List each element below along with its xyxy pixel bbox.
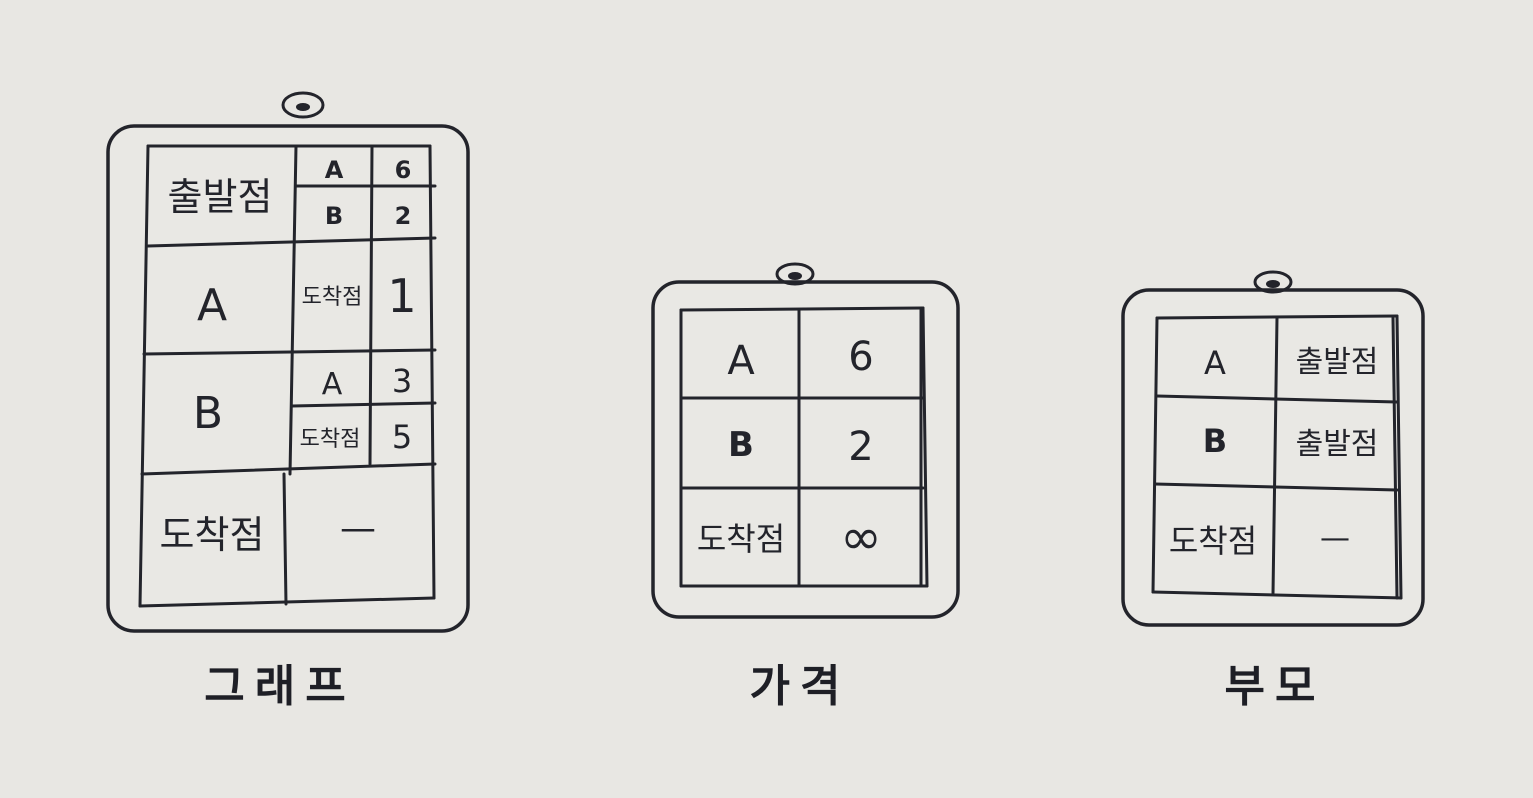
costs-node-b: B — [728, 425, 754, 465]
graph-hook — [281, 91, 325, 119]
graph-clipboard: 출발점 A 6 B 2 A 도착점 1 B A 3 도착점 5 도착점 — — [106, 91, 470, 633]
costs-hook — [775, 262, 815, 286]
graph-node-b: B — [193, 388, 223, 439]
parents-node-end: 도착점 — [1169, 522, 1257, 560]
parents-caption: 부모 — [1224, 661, 1326, 712]
graph-edge-b-end-weight: 5 — [392, 418, 412, 456]
graph-edge-start-a-to: A — [325, 156, 344, 184]
parents-hook — [1253, 270, 1293, 294]
graph-caption: 그래프 — [204, 661, 356, 712]
graph-edge-a-end-weight: 1 — [387, 269, 416, 323]
graph-node-start: 출발점 — [168, 175, 273, 219]
costs-value-end: ∞ — [840, 508, 882, 566]
costs-clipboard: A 6 B 2 도착점 ∞ — [651, 262, 960, 619]
parents-value-end: — — [1320, 521, 1350, 556]
graph-node-end: 도착점 — [160, 513, 265, 557]
costs-value-b: 2 — [848, 424, 873, 470]
graph-edge-a-end-to: 도착점 — [302, 285, 363, 310]
parents-clipboard: A 출발점 B 출발점 도착점 — — [1121, 270, 1425, 627]
graph-edge-start-a-weight: 6 — [395, 156, 412, 184]
costs-node-end: 도착점 — [697, 520, 785, 558]
parents-value-a: 출발점 — [1296, 345, 1379, 380]
graph-edge-b-a-to: A — [322, 367, 343, 402]
costs-value-a: 6 — [848, 334, 873, 380]
parents-node-a: A — [1204, 344, 1226, 382]
graph-node-end-empty: — — [340, 508, 376, 549]
graph-edge-b-a-weight: 3 — [392, 362, 412, 400]
graph-node-a: A — [197, 280, 227, 331]
costs-caption: 가격 — [749, 661, 851, 712]
parents-value-b: 출발점 — [1296, 427, 1379, 462]
parents-node-b: B — [1203, 422, 1227, 460]
parents-board — [1121, 288, 1425, 627]
graph-edge-b-end-to: 도착점 — [300, 427, 361, 452]
graph-edge-start-b-weight: 2 — [395, 202, 412, 230]
graph-edge-start-b-to: B — [325, 202, 343, 230]
costs-board — [651, 280, 960, 619]
costs-node-a: A — [727, 338, 755, 384]
graph-board — [106, 124, 470, 633]
